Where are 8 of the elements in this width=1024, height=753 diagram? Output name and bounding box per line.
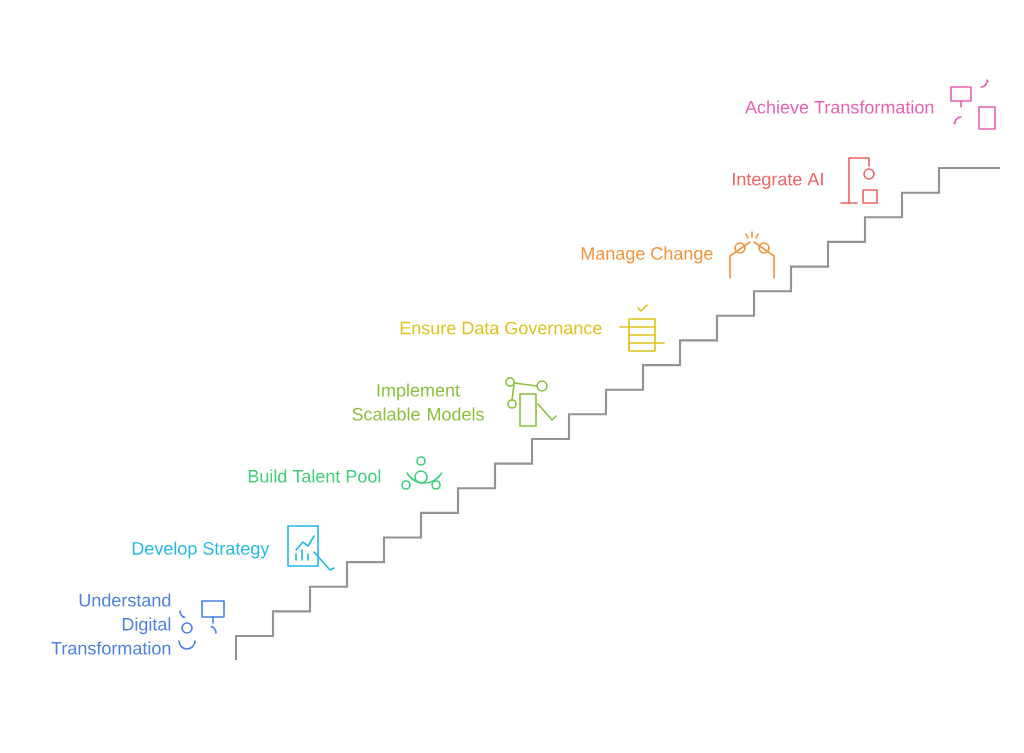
step-label: Manage Change — [581, 246, 713, 264]
step-label: Build Talent Pool — [248, 469, 381, 483]
step-label: Develop Strategy — [132, 541, 270, 559]
step-label: Achieve Transformation — [745, 100, 934, 114]
step-label: Understand Digital Transformation — [51, 593, 171, 655]
step-label: Implement Scalable Models — [352, 383, 484, 421]
step-label: Ensure Data Governance — [400, 321, 602, 335]
step-label: Integrate AI — [733, 172, 823, 190]
